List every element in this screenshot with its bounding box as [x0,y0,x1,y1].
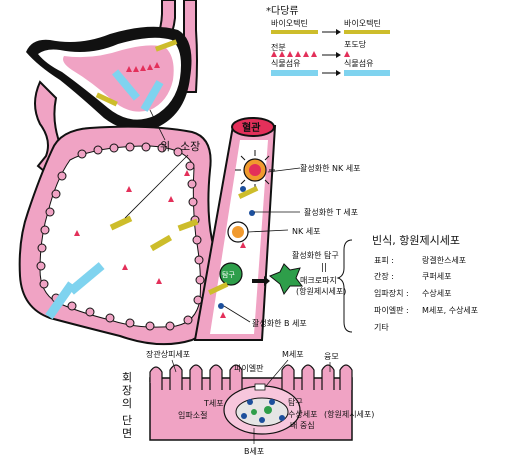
legend-row2-to: 포도당 [344,39,367,49]
legend-row1-arrowhead [336,29,341,35]
panel-brace [336,239,353,333]
intestine-leader [124,154,189,219]
panel-title: 빈식, 항원제시세포 [372,234,460,247]
stomach-label: 위 [160,140,170,153]
activated-t-label: 활성화한 T 세포 [304,207,358,217]
blue-dot [240,186,246,192]
monocyte-label-ileum: 탐구 [288,397,303,407]
activated-nk-label: 활성화한 NK 세포 [300,163,360,173]
blue-dot [269,399,275,405]
panel-row1-val: 랑겔한스세포 [422,255,466,265]
legend-row2-triangle-to [344,51,350,57]
intestine-contents [45,170,199,320]
blue-dot [279,415,285,421]
ileum-title-2: 장 [122,384,132,397]
legend-title: *다당류 [266,5,299,17]
vessel-contents [208,185,259,318]
panel-row3-key: 임파장치 : [374,288,409,298]
activated-b-label: 활성화한 B 세포 [252,318,307,328]
epithelial-label: 장관상피세포 [146,349,190,359]
blue-dot [259,417,265,423]
legend-row1-to: 바이오텍틴 [344,18,381,28]
legend-row1-bar-to [344,30,390,34]
ileum-title-4: 단 [122,414,132,427]
green-cell [251,409,257,415]
blood-vessel-label: 혈관 [242,121,261,134]
nk-label: NK 세포 [292,227,321,236]
m-cell-gap [254,383,266,391]
legend-row3-bar-to [344,70,390,76]
germinal-center [235,397,289,427]
legend-row1-from: 바이오텍틴 [271,18,308,28]
monocyte-label: 탐구 [222,271,235,279]
stomach-contents [95,39,178,112]
nk-leader [247,229,289,233]
legend-row3-to: 식물섬유 [344,58,373,68]
legend-row1-bar-from [271,30,318,34]
legend-row3-from: 식물섬유 [271,58,300,68]
ileum-title-3: 의 [122,397,132,410]
ileum-title-1: 회 [122,371,132,384]
blue-dot [249,210,255,216]
panel-row1-key: 표피 : [374,256,394,265]
lymphoid-label: 임파소절 [178,411,207,420]
panel-row5-key: 기타 [374,323,389,332]
polysaccharide-legend: *다당류 바이오텍틴 바이오텍틴 전분 포도당 식물섬유 식물섬유 [266,5,390,76]
villi-label: 융모 [324,352,339,361]
blue-dot [218,303,224,309]
panel-row2-key: 간장 : [374,271,394,281]
macrophage-label: 매크로파지 [300,276,337,285]
panel-row4-val: M세포, 수상세포 [422,305,478,315]
ileum-villi [149,364,353,390]
epithelial-leader [171,359,177,373]
legend-row2-arrowhead [336,52,341,58]
small-intestine-label: 소장 [180,140,200,153]
b-activated-leader [223,305,251,323]
t-cell-label: T세포 [203,399,224,408]
nk-activated-leader [267,167,301,173]
activated-monocyte-label: 활성화한 탐구 [292,250,339,260]
germinal-label: 배 중심 [290,420,315,430]
monocyte-cell: 탐구 [219,262,243,286]
stomach-leader [149,109,166,141]
ileum-title-5: 면 [122,427,132,440]
equals-label: || [321,263,327,273]
antigen-presenting-panel: 빈식, 항원제시세포 표피 : 랑겔한스세포 간장 : 쿠퍼세포 임파장치 : … [336,234,478,333]
activated-nk-cell [235,150,275,190]
blue-dot [247,399,253,405]
green-cell [264,406,272,414]
ileum-section: 회 장 의 단 면 장관상피세포 M세포 융 [122,349,374,456]
panel-row4-key: 파이엘판 : [374,305,409,315]
legend-row2-from: 전분 [271,42,286,52]
dendritic-label: 수상세포 [288,409,317,419]
macrophage-cell [252,263,303,296]
panel-row2-val: 쿠퍼세포 [422,272,451,281]
m-cell-leader [265,359,289,387]
legend-row3-arrowhead [336,70,341,76]
intestine-villi [36,142,205,331]
legend-row3-bar-from [271,70,318,76]
macrophage-paren-label: (항원제시세포) [296,287,346,296]
peyer-label: 파이엘판 [234,363,264,373]
blue-dot [241,413,247,419]
b-cell-label: B세포 [244,447,264,456]
nk-cell [227,221,249,243]
panel-row3-val: 수상세포 [422,288,451,298]
legend-row2-triangles [271,51,317,57]
dendritic-paren-label: (항원제시세포) [324,410,374,419]
m-cell-label: M세포 [282,350,304,359]
